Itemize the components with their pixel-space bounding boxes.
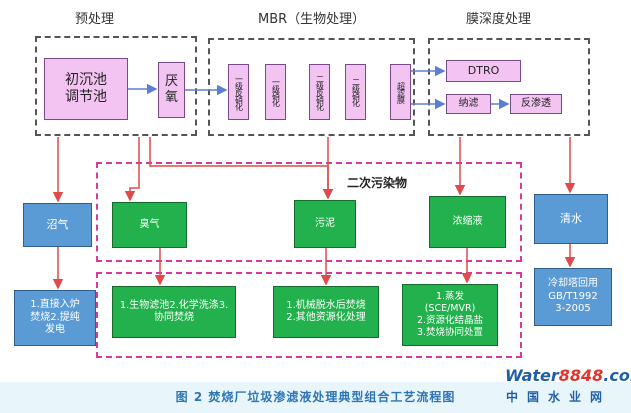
ultrafiltration-membrane: 超滤膜: [390, 64, 411, 120]
reverse-osmosis-unit: 反渗透: [510, 94, 562, 114]
concentrate-treatment-line-2: (SCE/MVR): [424, 303, 476, 315]
secondary-nitrification-tank: 二级硝化: [345, 64, 366, 120]
clean-water-treatment: 冷却塔回用 GB/T1992 3-2005: [534, 268, 612, 326]
sludge-treatment: 1.机械脱水后焚烧 2.其他资源化处理: [273, 286, 379, 338]
watermark-domain: .com: [603, 366, 631, 385]
sludge-treatment-line-1: 1.机械脱水后焚烧: [286, 299, 366, 311]
biogas-treatment: 1.直接入炉 焚烧2.提纯 发电: [14, 290, 96, 346]
regulating-tank-label: 调节池: [65, 89, 107, 105]
odor-treatment: 1.生物滤池2.化学洗涤3.协同焚烧: [112, 286, 236, 338]
anaerobic-label-2: 氧: [164, 90, 178, 105]
watermark-logo: Water8848.com: [505, 366, 631, 385]
concentrate-treatment: 1.蒸发 (SCE/MVR) 2.资源化结晶盐 3.焚烧协同处置: [402, 284, 498, 346]
figure-caption: 图 2 焚烧厂垃圾渗滤液处理典型组合工艺流程图: [175, 390, 456, 404]
biogas-treatment-line-3: 发电: [45, 324, 65, 336]
section-title-mbr: MBR（生物处理）: [258, 12, 366, 27]
odor-box: 臭气: [112, 202, 187, 248]
primary-nitrification-tank: 一级硝化: [265, 64, 286, 120]
pretreatment-group: [35, 36, 197, 136]
concentrate-treatment-line-3: 2.资源化结晶盐: [416, 315, 484, 326]
dtro-unit: DTRO: [446, 60, 521, 82]
anaerobic-label-1: 厌: [164, 73, 178, 89]
clean-water-box: 清水: [534, 194, 608, 244]
arrow-to-odor: [124, 137, 140, 202]
concentrate-treatment-line-1: 1.蒸发: [435, 291, 465, 303]
section-title-secondary-pollutants: 二次污染物: [347, 176, 408, 190]
caption-bar: [0, 382, 631, 413]
clean-water-treatment-line-3: 3-2005: [555, 303, 591, 315]
biogas-treatment-line-2: 焚烧2.提纯: [30, 311, 80, 323]
watermark-cn: 中国水业网: [506, 390, 612, 404]
watermark-number: 8848: [558, 366, 604, 385]
treatment-group: [96, 272, 522, 358]
clean-water-treatment-line-2: GB/T1992: [548, 290, 598, 302]
membrane-group: [428, 38, 590, 136]
anaerobic-tank: 厌 氧: [158, 62, 185, 118]
concentrate-box: 浓缩液: [429, 196, 506, 248]
mbr-group: [208, 38, 415, 136]
section-title-pretreatment: 预处理: [75, 12, 115, 27]
primary-denitrification-tank: 一级反硝化: [228, 64, 249, 120]
section-title-membrane: 膜深度处理: [466, 12, 532, 27]
concentrate-treatment-line-4: 3.焚烧协同处置: [416, 326, 484, 338]
watermark-word: Water: [505, 366, 559, 385]
secondary-denitrification-tank: 二级反硝化: [309, 64, 330, 120]
biogas-box: 沼气: [23, 203, 92, 247]
initial-settling-tank: 初沉池 调节池: [44, 58, 128, 120]
nanofiltration-unit: 纳滤: [446, 94, 491, 114]
biogas-treatment-line-1: 1.直接入炉: [30, 299, 80, 311]
initial-settling-label: 初沉池: [65, 71, 107, 88]
secondary-pollutants-group: [96, 162, 522, 262]
sludge-box: 污泥: [294, 200, 356, 248]
sludge-treatment-line-2: 2.其他资源化处理: [286, 312, 366, 323]
clean-water-treatment-line-1: 冷却塔回用: [548, 278, 598, 290]
arrow-pretreatment-to-sludge: [149, 137, 334, 200]
